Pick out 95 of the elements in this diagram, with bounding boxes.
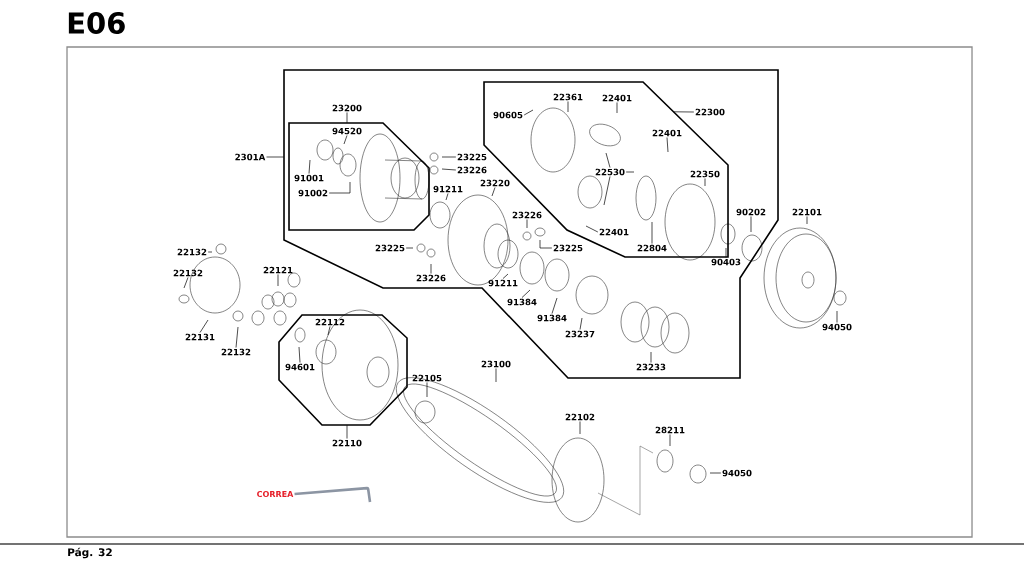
leader-line [405,247,414,249]
part-number: 94050 [722,469,752,477]
part-number: 23226 [416,274,446,282]
part-number: 23226 [512,211,542,219]
leader-line [521,289,531,298]
leader-line [491,187,496,197]
part-number: 91384 [507,298,537,306]
part-number: 2301A [235,153,266,161]
leader-line [651,221,653,244]
leader-line [551,297,558,314]
leader-line [277,274,279,287]
part-number: 91002 [298,189,328,197]
part-number: 22300 [695,108,725,116]
part-number: 90605 [493,111,523,119]
leader-line [605,152,611,168]
part-number: 23225 [553,244,583,252]
part-number: 94050 [822,323,852,331]
part-number: 22121 [263,266,293,274]
page-number: Pág. 32 [68,547,112,559]
part-number: 28211 [655,426,685,434]
leader-line [709,472,722,474]
leader-line [235,326,239,348]
leader-line [666,137,669,153]
leader-line [669,434,671,447]
part-number: 91211 [488,279,518,287]
part-number: 22110 [332,439,362,447]
leader-line [603,176,611,206]
part-number: 91384 [537,314,567,322]
part-number: 94601 [285,363,315,371]
group-outline [278,314,408,426]
leader-line [704,178,706,187]
leader-line [523,109,534,116]
leader-line [616,102,618,114]
part-number: 23233 [636,363,666,371]
leader-line [346,112,348,124]
part-number: 90202 [736,208,766,216]
leader-line [266,156,285,158]
leader-line [579,317,583,330]
part-number: 22131 [185,333,215,341]
part-number: 22804 [637,244,667,252]
part-number: 91211 [433,185,463,193]
part-number: 91001 [294,174,324,182]
part-number: 22530 [595,168,625,176]
part-number: 22401 [599,228,629,236]
leader-line [806,216,808,225]
leader-line [725,247,727,258]
leader-line [750,216,752,233]
part-number: 23100 [481,360,511,368]
leader-line [441,156,457,158]
leader-line [343,135,348,145]
part-number: 23220 [480,179,510,187]
leader-line [199,319,209,333]
leader-line [441,168,457,171]
leader-line [183,277,189,289]
part-number: 94520 [332,127,362,135]
leader-line [539,239,553,249]
part-number: 22105 [412,374,442,382]
leader-line [328,181,351,194]
group-outline [288,122,430,231]
leader-line [298,346,301,363]
leader-line [327,326,331,336]
leader-line [526,219,528,229]
leader-line [585,225,599,233]
part-number: 22101 [792,208,822,216]
part-number: 22401 [652,129,682,137]
part-number: 22132 [173,269,203,277]
leader-line [445,193,449,201]
leader-line [567,101,569,113]
part-number: 23200 [332,104,362,112]
part-number: 23225 [375,244,405,252]
part-number: 22132 [221,348,251,356]
part-number: 23237 [565,330,595,338]
part-number: 23226 [457,166,487,174]
part-number: 22132 [177,248,207,256]
part-number: 22350 [690,170,720,178]
leader-line [426,382,428,398]
part-number: 22401 [602,94,632,102]
part-number: 22112 [315,318,345,326]
leader-line [495,368,497,383]
leader-line [673,111,695,113]
leader-line [836,310,838,323]
part-number: 22361 [553,93,583,101]
leader-line [579,421,581,435]
part-number: 90403 [711,258,741,266]
leader-line [502,273,509,279]
leader-line [650,351,652,363]
part-number: 23225 [457,153,487,161]
part-number: 22102 [565,413,595,421]
leader-line [308,159,311,174]
leader-line [625,171,635,173]
part-number: CORREA [257,490,294,498]
page-title: E06 [68,12,125,34]
leader-line [346,424,348,439]
leader-line [207,251,213,253]
leader-line [430,263,432,274]
